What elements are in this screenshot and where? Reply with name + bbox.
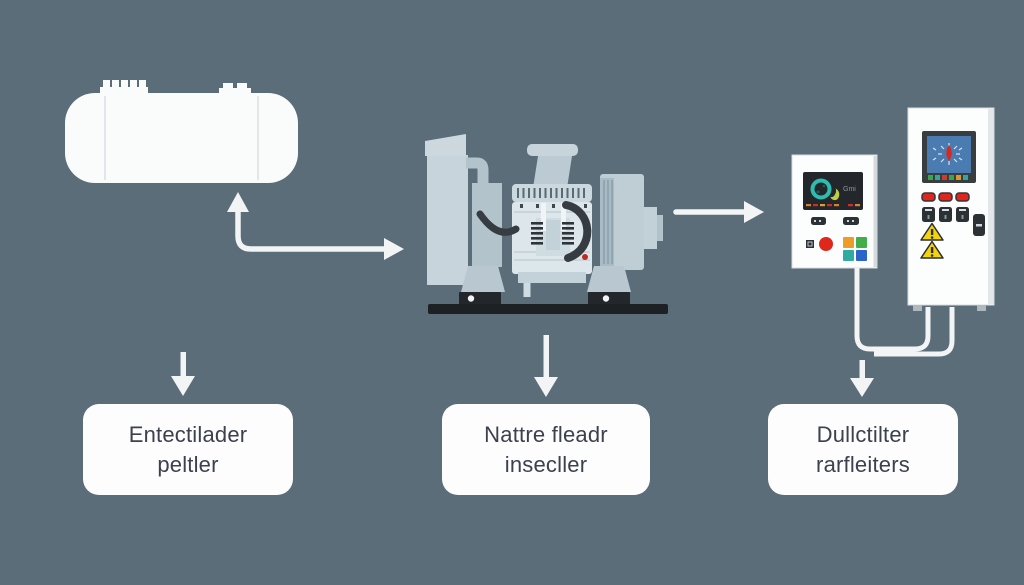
gauge-starburst-icon bbox=[932, 143, 963, 165]
engine-center bbox=[546, 220, 560, 250]
panel-screen-text: Gmi bbox=[843, 186, 856, 193]
panel-button-right bbox=[843, 217, 859, 225]
engine-fins-right bbox=[562, 222, 574, 245]
side-toggle bbox=[973, 214, 985, 236]
label-line: rarfleiters bbox=[816, 451, 910, 477]
label-line: Dullctilter bbox=[816, 422, 910, 448]
gauge-dot bbox=[816, 190, 820, 194]
generator-intake-duct bbox=[533, 156, 572, 188]
generator-end-box bbox=[644, 207, 657, 249]
label-control-panels: Dullctilter rarfleiters bbox=[768, 404, 958, 495]
arrow-right-icon bbox=[744, 201, 764, 223]
label-generator: Nattre fleadr insecller bbox=[442, 404, 650, 495]
valve-cover-slots bbox=[517, 188, 585, 198]
square-button-inner bbox=[807, 241, 813, 247]
gauge-needle bbox=[946, 145, 952, 161]
panel-edge bbox=[873, 156, 877, 267]
down-arrow-icon bbox=[534, 335, 558, 397]
ring-gauge-icon bbox=[810, 178, 832, 200]
generator-end-box-2 bbox=[657, 215, 663, 241]
panel-wires bbox=[854, 268, 955, 357]
generator-base-skid bbox=[428, 304, 668, 314]
engine-pushrod bbox=[541, 203, 546, 231]
warning-triangle-icon bbox=[920, 240, 944, 259]
engine-red-dot bbox=[582, 254, 588, 260]
cabinet-foot-left bbox=[913, 305, 922, 311]
engine-pushrod bbox=[561, 203, 566, 231]
tank-fitting-left bbox=[100, 80, 148, 95]
arrow-up-icon bbox=[227, 192, 249, 212]
label-line: peltler bbox=[157, 451, 219, 477]
foot-left bbox=[459, 292, 501, 305]
arrow-right-icon bbox=[384, 238, 404, 260]
pedestal-left bbox=[461, 266, 505, 292]
label-line: insecller bbox=[504, 451, 588, 477]
gauge-dot bbox=[822, 184, 826, 188]
label-line: Nattre fleadr bbox=[484, 422, 608, 448]
screen-square-row bbox=[928, 175, 968, 180]
generator-pipe bbox=[466, 157, 489, 184]
down-arrow-icon bbox=[171, 352, 195, 396]
generator-radiator bbox=[427, 155, 468, 285]
hose-left bbox=[476, 210, 520, 236]
red-indicator-lights bbox=[921, 192, 970, 202]
engine-sump bbox=[518, 272, 586, 283]
foot-bolt bbox=[467, 295, 475, 302]
engine-bolt bbox=[520, 204, 523, 208]
generator bbox=[425, 134, 668, 314]
engine-bolt bbox=[552, 204, 555, 208]
switch-buttons bbox=[922, 207, 969, 222]
engine-bolt bbox=[584, 204, 587, 208]
warning-triangle-icon bbox=[920, 222, 944, 241]
panel-button-left bbox=[811, 217, 826, 225]
panel-square-button bbox=[806, 240, 814, 248]
control-panel-small: Gmi bbox=[791, 154, 878, 269]
alternator-grille-lines bbox=[603, 180, 613, 264]
generator-intake bbox=[527, 144, 578, 156]
generator-radiator-cap bbox=[425, 134, 466, 156]
foot-bolt bbox=[602, 295, 610, 302]
down-arrow-icon bbox=[850, 360, 874, 397]
pedestal-right bbox=[587, 266, 631, 292]
fuel-tank bbox=[65, 80, 298, 183]
label-fuel-tank: Entectilader peltler bbox=[83, 404, 293, 495]
engine-bolt bbox=[536, 204, 539, 208]
color-button-grid bbox=[843, 237, 867, 261]
control-cabinet-tall bbox=[907, 107, 995, 311]
red-stop-button bbox=[819, 237, 833, 251]
screen-status-dashes bbox=[806, 204, 860, 207]
label-line: Entectilader bbox=[128, 422, 248, 448]
hose-right bbox=[562, 201, 592, 262]
tank-generator-connector bbox=[227, 192, 404, 260]
cabinet-foot-right bbox=[977, 305, 986, 311]
tank-body bbox=[65, 93, 298, 183]
generator-panel-arrow bbox=[673, 201, 764, 223]
engine-fins-left bbox=[531, 222, 543, 245]
tank-fitting-right bbox=[219, 83, 251, 95]
flame-icon bbox=[830, 188, 840, 201]
cabinet-edge bbox=[988, 109, 994, 304]
